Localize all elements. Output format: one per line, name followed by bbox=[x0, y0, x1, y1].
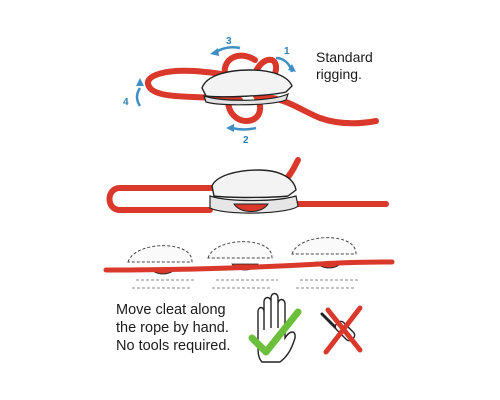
sliding-cleats-illustration bbox=[103, 237, 395, 289]
arrow-step-4 bbox=[135, 87, 142, 107]
arrow-step-2 bbox=[231, 126, 257, 131]
cleat-on-rope-illustration bbox=[106, 157, 389, 214]
checkmark-icon bbox=[248, 308, 302, 356]
cleat-jaw-middle bbox=[233, 203, 269, 212]
step-label-4: 4 bbox=[123, 97, 129, 108]
step-label-2: 2 bbox=[243, 135, 249, 146]
arrow-head-4 bbox=[136, 78, 144, 86]
standard-rigging-caption: Standard rigging. bbox=[316, 49, 373, 82]
cleat-body-middle bbox=[211, 169, 297, 199]
move-cleat-caption: Move cleat along the rope by hand. No to… bbox=[116, 302, 231, 354]
rope-middle-loop bbox=[106, 185, 223, 213]
step-label-1: 1 bbox=[284, 46, 290, 57]
cleat-ghost-1 bbox=[127, 245, 196, 289]
rope-top-loop bbox=[221, 52, 258, 78]
arrow-head-2 bbox=[226, 124, 234, 132]
rope-lower bbox=[103, 259, 395, 273]
x-mark-icon bbox=[323, 305, 363, 355]
arrow-step-3 bbox=[215, 45, 241, 54]
cleat-body-top bbox=[201, 69, 293, 98]
step-label-3: 3 bbox=[226, 36, 232, 47]
arrow-head-1 bbox=[288, 64, 296, 72]
cleat-base-top bbox=[203, 92, 289, 106]
standard-rigging-illustration: 1 2 3 4 bbox=[123, 36, 379, 146]
arrow-head-3 bbox=[210, 48, 219, 56]
